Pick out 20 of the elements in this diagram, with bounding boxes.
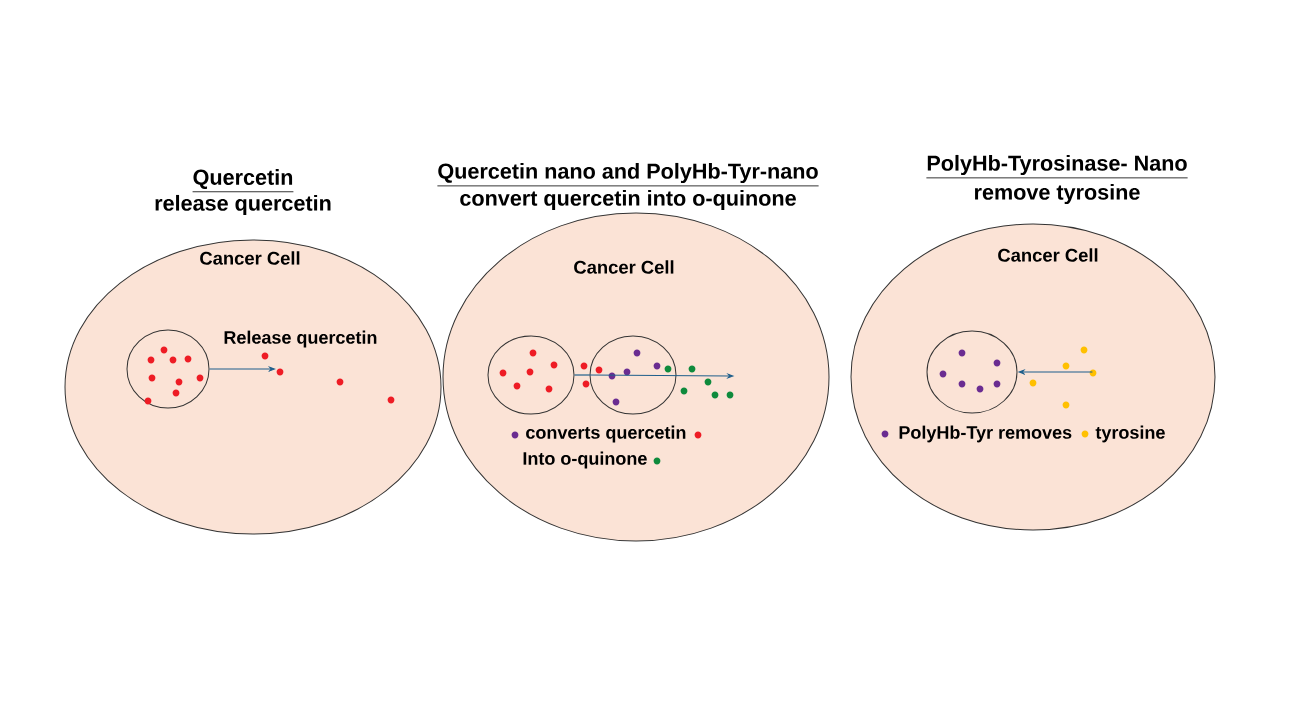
legend-text: PolyHb-Tyr removes (899, 425, 1072, 443)
legend-text: tyrosine (1095, 425, 1165, 443)
cell-label: Cancer Cell (574, 260, 674, 274)
cell-label: Cancer Cell (998, 248, 1098, 262)
panel-subheading: remove tyrosine (975, 183, 1140, 205)
legend-text: converts quercetin (526, 425, 686, 443)
cell-label: Cancer Cell (200, 251, 300, 265)
nanoparticle-circle (589, 335, 677, 415)
dot-cluster (1029, 346, 1097, 409)
panel-subheading: release quercetin (155, 194, 331, 216)
panel-heading: PolyHb-Tyrosinase- Nano (926, 154, 1188, 179)
nanoparticle-circle (926, 330, 1018, 414)
panel-subheading: convert quercetin into o-quinone (460, 189, 796, 211)
nanoparticle-circle (487, 335, 575, 415)
edge-label: Release quercetin (224, 330, 377, 348)
legend-text: Into o-quinone (523, 451, 647, 469)
nanoparticle-circle (126, 329, 210, 409)
panel-heading: Quercetin (192, 169, 294, 193)
panel-heading: Quercetin nano and PolyHb-Tyr-nano (437, 162, 819, 187)
dot-cluster (664, 365, 734, 399)
